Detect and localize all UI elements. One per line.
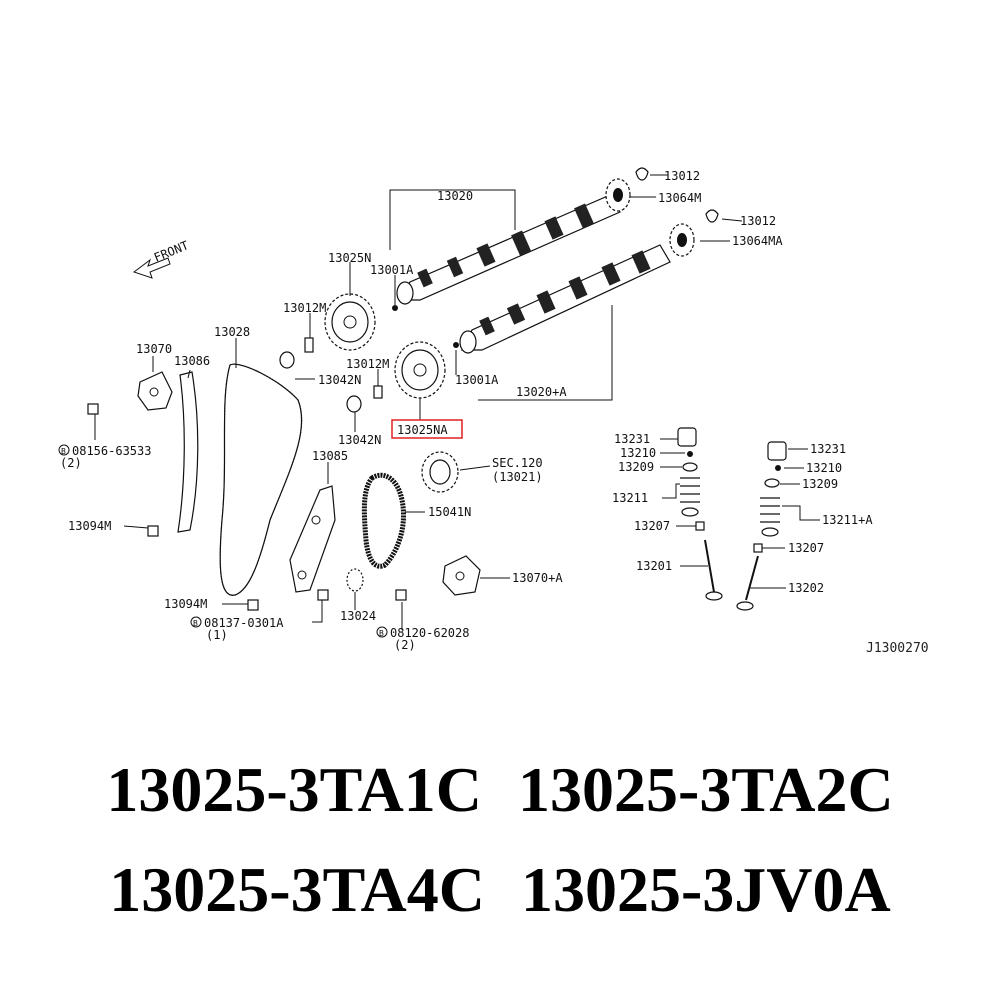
svg-text:B: B — [379, 629, 384, 638]
exploded-view: FRONT — [58, 167, 929, 656]
label-13211a: 13211+A — [822, 513, 873, 527]
label-13086: 13086 — [174, 354, 210, 368]
label-08137: 08137-0301A — [204, 616, 284, 630]
timing-chain-13028 — [219, 363, 303, 596]
label-13210-a: 13210 — [620, 446, 656, 460]
label-13210-b: 13210 — [806, 461, 842, 475]
front-label: FRONT — [152, 238, 191, 265]
label-13231-b: 13231 — [810, 442, 846, 456]
label-13012m-b: 13012M — [346, 357, 389, 371]
tensioner-13070 — [137, 371, 173, 411]
diagram-code: J1300270 — [866, 641, 929, 656]
part-number-list: 13025-3TA1C 13025-3TA2C 13025-3TA4C 1302… — [0, 740, 1000, 940]
front-arrow-icon — [132, 257, 171, 279]
part-number: 13025-3JV0A — [520, 854, 891, 925]
sprocket-sec120 — [421, 451, 459, 493]
svg-text:B: B — [193, 619, 198, 628]
sprocket-13024 — [346, 568, 364, 592]
parts-diagram: FRONT — [58, 167, 929, 656]
label-08156: 08156-63533 — [72, 444, 151, 458]
label-13094m-b: 13094M — [164, 597, 207, 611]
label-08120-qty: (2) — [394, 638, 416, 652]
sprocket-13025na — [394, 341, 446, 399]
label-08156-qty: (2) — [60, 456, 82, 470]
part-number: 13025-3TA2C — [518, 754, 894, 825]
plug-13012-a — [635, 167, 649, 181]
label-13020a: 13020+A — [516, 385, 567, 399]
cover-13064ma — [669, 223, 695, 257]
chain-15041n — [361, 472, 406, 569]
label-13012m-a: 13012M — [283, 301, 326, 315]
label-13024: 13024 — [340, 609, 376, 623]
sprocket-13025n — [324, 293, 376, 351]
guide-13085 — [289, 485, 336, 593]
bolts — [87, 305, 459, 611]
highlight-box — [391, 419, 463, 439]
label-13209-a: 13209 — [618, 460, 654, 474]
label-13085: 13085 — [312, 449, 348, 463]
label-08137-qty: (1) — [206, 628, 228, 642]
part-number: 13025-3TA1C — [106, 754, 482, 825]
camshaft-upper — [396, 194, 621, 305]
label-13070a: 13070+A — [512, 571, 563, 585]
label-13028: 13028 — [214, 325, 250, 339]
label-13012-b: 13012 — [740, 214, 776, 228]
circled-b-icon: B — [376, 626, 388, 638]
label-sec120-sub: (13021) — [492, 470, 543, 484]
label-13001a-a: 13001A — [370, 263, 414, 277]
label-13231-a: 13231 — [614, 432, 650, 446]
valve-train-right — [736, 441, 787, 611]
circled-b-icon: B — [58, 444, 70, 456]
guide-13086 — [177, 371, 199, 533]
label-13207-b: 13207 — [788, 541, 824, 555]
tensioner-13070a — [442, 555, 481, 596]
label-13042n-b: 13042N — [338, 433, 381, 447]
label-13001a-b: 13001A — [455, 373, 499, 387]
label-13209-b: 13209 — [802, 477, 838, 491]
camshaft-lower — [459, 244, 671, 354]
label-13070: 13070 — [136, 342, 172, 356]
part-number: 13025-3TA4C — [109, 854, 485, 925]
label-13202: 13202 — [788, 581, 824, 595]
label-13094m-a: 13094M — [68, 519, 111, 533]
part-labels: 13020 13012 13064M 13012 13064MA 13025N … — [58, 169, 929, 656]
plug-13012-b — [705, 209, 719, 223]
part-number-row-2: 13025-3TA4C 13025-3JV0A — [0, 840, 1000, 940]
valve-train-left — [677, 427, 723, 601]
label-13207-a: 13207 — [634, 519, 670, 533]
svg-text:B: B — [61, 447, 66, 456]
label-15041n: 15041N — [428, 505, 471, 519]
label-sec120: SEC.120 — [492, 456, 543, 470]
label-13012-a: 13012 — [664, 169, 700, 183]
part-number-row-1: 13025-3TA1C 13025-3TA2C — [0, 740, 1000, 840]
label-08120: 08120-62028 — [390, 626, 469, 640]
circled-b-icon: B — [190, 616, 202, 628]
label-13064m: 13064M — [658, 191, 701, 205]
leader-lines — [94, 174, 820, 630]
label-13064ma: 13064MA — [732, 234, 783, 248]
label-13211: 13211 — [612, 491, 648, 505]
label-13042n-a: 13042N — [318, 373, 361, 387]
label-13201: 13201 — [636, 559, 672, 573]
cover-13064m — [605, 178, 631, 212]
label-13020: 13020 — [437, 189, 473, 203]
label-13025n: 13025N — [328, 251, 371, 265]
label-13025na: 13025NA — [397, 423, 448, 437]
